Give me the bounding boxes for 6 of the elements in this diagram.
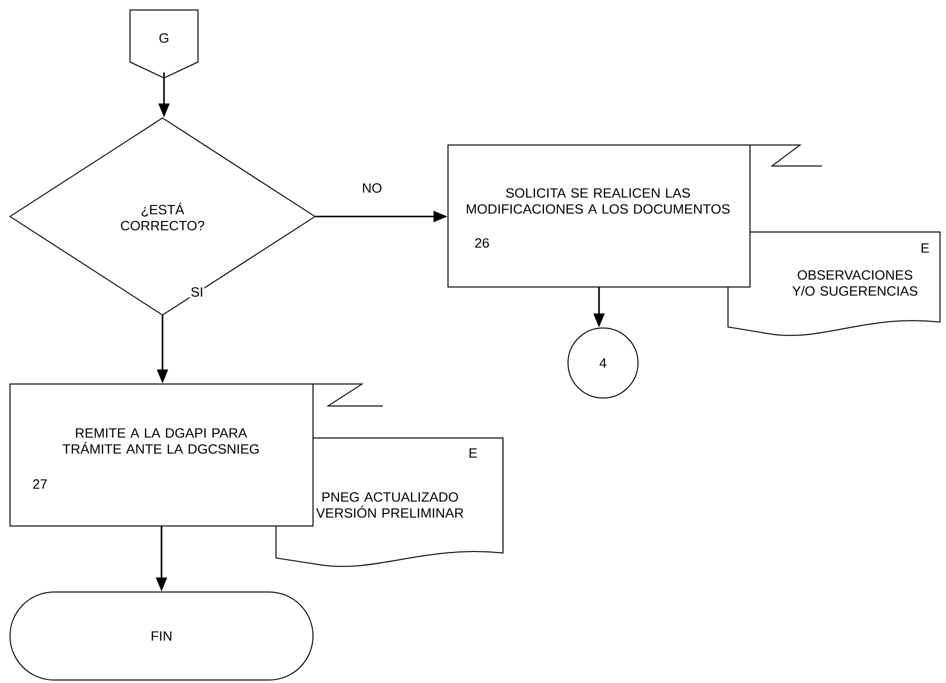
process-box: SOLICITA SE REALICEN LAS MODIFICACIONES A LOS DOCUMENTOS 26	[448, 144, 750, 288]
process-box: REMITE A LA DGAPI PARA TRÁMITE ANTE LA DGCSNIEG 27	[10, 384, 314, 526]
edge-label: NO	[360, 182, 384, 194]
off-page-connector: G	[130, 10, 198, 79]
edge-label: SI	[190, 286, 204, 298]
terminator: FIN	[10, 592, 314, 680]
